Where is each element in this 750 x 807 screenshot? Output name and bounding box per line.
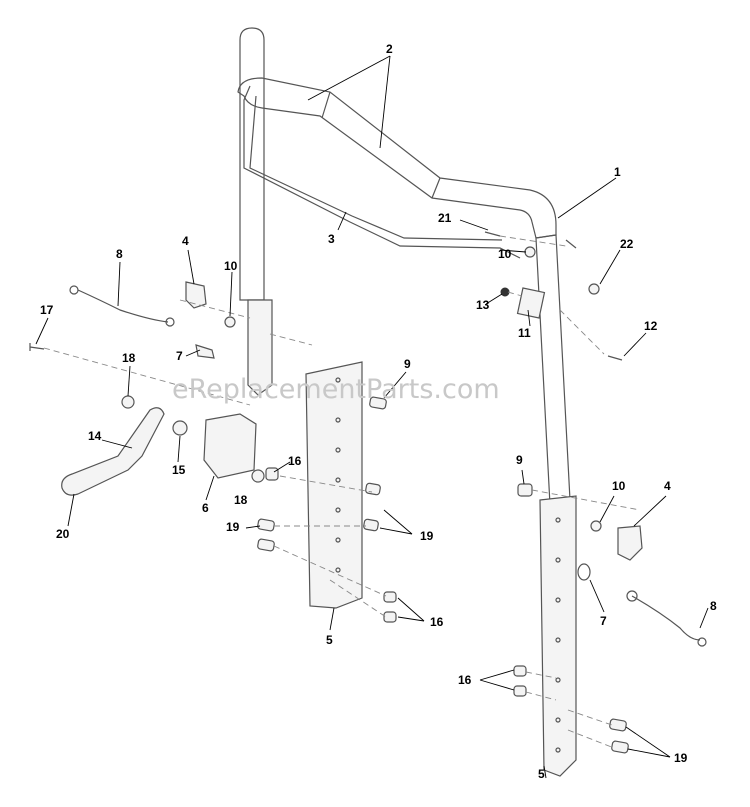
- callout-10: 10: [612, 479, 626, 493]
- callout-4: 4: [664, 479, 671, 493]
- callout-5: 5: [326, 633, 333, 647]
- alignment-lines: [43, 235, 641, 749]
- left-bolts: [257, 482, 397, 623]
- right-lower-assembly: [513, 483, 707, 777]
- callout-9: 9: [516, 453, 523, 467]
- callout-16: 16: [288, 454, 302, 468]
- callout-3: 3: [328, 232, 335, 246]
- callout-16: 16: [458, 673, 472, 687]
- callout-20: 20: [56, 527, 70, 541]
- left-control-assembly: [29, 281, 236, 359]
- watermark: eReplacementParts.com: [172, 374, 500, 405]
- callout-21: 21: [438, 211, 452, 225]
- callout-4: 4: [182, 234, 189, 248]
- callout-13: 13: [476, 298, 490, 312]
- callout-12: 12: [644, 319, 658, 333]
- right-bracket-assembly: [484, 231, 623, 361]
- callout-14: 14: [88, 429, 102, 443]
- callout-2: 2: [386, 42, 393, 56]
- callout-11: 11: [518, 326, 531, 340]
- callout-9: 9: [404, 357, 411, 371]
- callout-7: 7: [176, 349, 183, 363]
- leader-lines: [35, 55, 709, 779]
- callout-1: 1: [614, 165, 621, 179]
- left-handle-parts: [61, 395, 387, 496]
- callout-5: 5: [538, 767, 545, 781]
- callout-17: 17: [40, 303, 54, 317]
- callout-22: 22: [620, 237, 634, 251]
- callout-19: 19: [226, 520, 240, 534]
- callout-19: 19: [674, 751, 688, 765]
- control-bar: [243, 85, 521, 259]
- callout-numbers: 2 1 21 22 3 10 8 4 10 13 11 12 17 7 18 9…: [40, 42, 717, 781]
- handle-frame: [237, 27, 575, 526]
- callout-18: 18: [234, 493, 248, 507]
- callout-8: 8: [710, 599, 717, 613]
- callout-19: 19: [420, 529, 434, 543]
- callout-10: 10: [498, 247, 512, 261]
- callout-15: 15: [172, 463, 186, 477]
- callout-18: 18: [122, 351, 136, 365]
- callout-7: 7: [600, 614, 607, 628]
- callout-10: 10: [224, 259, 238, 273]
- callout-8: 8: [116, 247, 123, 261]
- callout-6: 6: [202, 501, 209, 515]
- callout-16: 16: [430, 615, 444, 629]
